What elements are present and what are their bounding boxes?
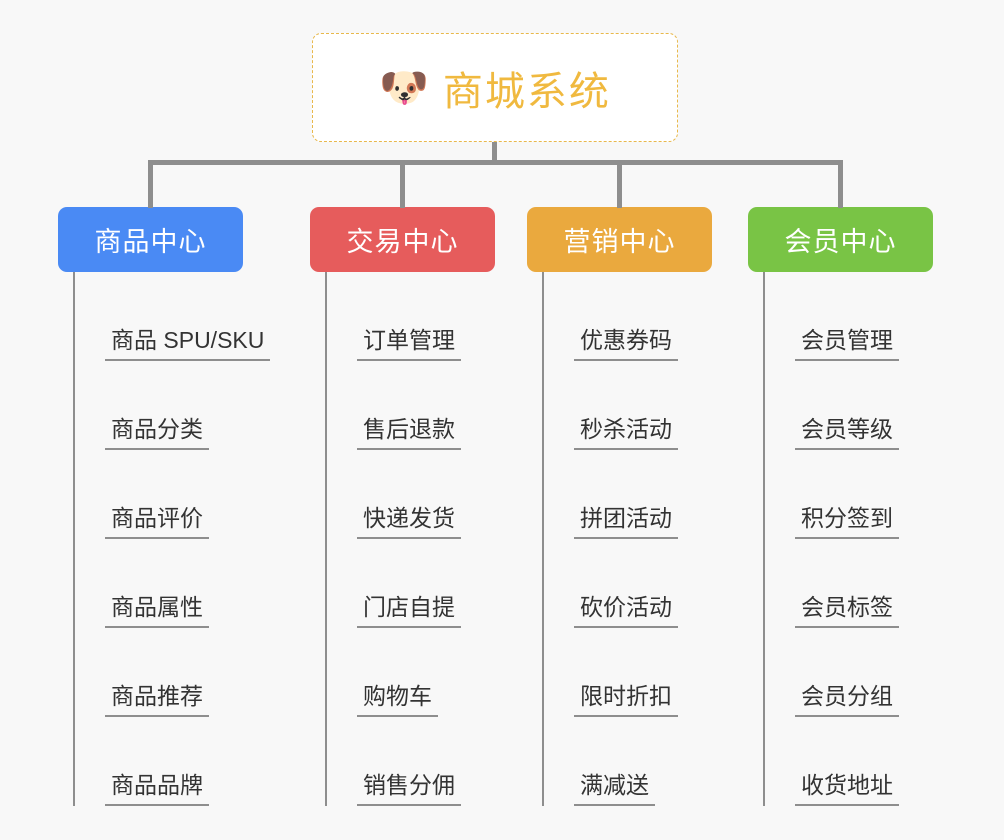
leaf-item-label: 商品品牌 bbox=[105, 770, 209, 806]
leaf-item-label: 订单管理 bbox=[357, 325, 461, 361]
leaf-item[interactable]: 优惠券码 bbox=[544, 272, 712, 361]
leaf-item[interactable]: 商品属性 bbox=[75, 539, 270, 628]
shiba-dog-emoji-icon: 🐶 bbox=[379, 65, 429, 110]
leaf-item-label: 积分签到 bbox=[795, 503, 899, 539]
branch-header-product-center[interactable]: 商品中心 bbox=[58, 207, 243, 272]
leaf-list-trade-center: 订单管理售后退款快递发货门店自提购物车销售分佣 bbox=[325, 272, 495, 806]
leaf-item[interactable]: 商品品牌 bbox=[75, 717, 270, 806]
bus-drop-connector-trade-center bbox=[400, 160, 405, 208]
horizontal-bus-connector bbox=[149, 160, 842, 165]
leaf-item-label: 购物车 bbox=[357, 681, 438, 717]
branch-marketing-center: 营销中心优惠券码秒杀活动拼团活动砍价活动限时折扣满减送 bbox=[527, 207, 712, 806]
leaf-item[interactable]: 砍价活动 bbox=[544, 539, 712, 628]
leaf-item[interactable]: 商品评价 bbox=[75, 450, 270, 539]
leaf-item[interactable]: 满减送 bbox=[544, 717, 712, 806]
leaf-item-label: 商品评价 bbox=[105, 503, 209, 539]
leaf-item-label: 会员等级 bbox=[795, 414, 899, 450]
leaf-item[interactable]: 销售分佣 bbox=[327, 717, 495, 806]
branch-product-center: 商品中心商品 SPU/SKU 商品分类商品评价商品属性商品推荐商品品牌 bbox=[58, 207, 271, 806]
leaf-item[interactable]: 快递发货 bbox=[327, 450, 495, 539]
branch-header-marketing-center[interactable]: 营销中心 bbox=[527, 207, 712, 272]
branch-header-member-center[interactable]: 会员中心 bbox=[748, 207, 933, 272]
leaf-item[interactable]: 限时折扣 bbox=[544, 628, 712, 717]
leaf-item-label: 商品属性 bbox=[105, 592, 209, 628]
leaf-list-member-center: 会员管理会员等级积分签到会员标签会员分组收货地址 bbox=[763, 272, 933, 806]
leaf-item[interactable]: 购物车 bbox=[327, 628, 495, 717]
leaf-item[interactable]: 商品分类 bbox=[75, 361, 270, 450]
bus-drop-connector-product-center bbox=[148, 160, 153, 208]
leaf-item-label: 售后退款 bbox=[357, 414, 461, 450]
leaf-item-label: 秒杀活动 bbox=[574, 414, 678, 450]
leaf-item[interactable]: 会员分组 bbox=[765, 628, 933, 717]
leaf-item[interactable]: 积分签到 bbox=[765, 450, 933, 539]
leaf-item-label: 优惠券码 bbox=[574, 325, 678, 361]
branch-member-center: 会员中心会员管理会员等级积分签到会员标签会员分组收货地址 bbox=[748, 207, 933, 806]
leaf-item[interactable]: 商品推荐 bbox=[75, 628, 270, 717]
leaf-item-label: 商品推荐 bbox=[105, 681, 209, 717]
leaf-item-label: 会员分组 bbox=[795, 681, 899, 717]
leaf-item[interactable]: 售后退款 bbox=[327, 361, 495, 450]
root-title: 商城系统 bbox=[442, 69, 611, 114]
root-stem-connector bbox=[492, 142, 497, 164]
bus-drop-connector-member-center bbox=[838, 160, 843, 208]
leaf-item-label: 限时折扣 bbox=[574, 681, 678, 717]
leaf-item[interactable]: 会员标签 bbox=[765, 539, 933, 628]
leaf-item-label: 满减送 bbox=[574, 770, 655, 806]
leaf-item[interactable]: 会员等级 bbox=[765, 361, 933, 450]
leaf-item-label: 商品 SPU/SKU bbox=[105, 325, 271, 361]
bus-drop-connector-marketing-center bbox=[617, 160, 622, 208]
branch-header-trade-center[interactable]: 交易中心 bbox=[310, 207, 495, 272]
leaf-item-label: 快递发货 bbox=[357, 503, 461, 539]
leaf-list-product-center: 商品 SPU/SKU 商品分类商品评价商品属性商品推荐商品品牌 bbox=[73, 272, 271, 806]
leaf-item[interactable]: 收货地址 bbox=[765, 717, 933, 806]
root-node[interactable]: 🐶 商城系统 bbox=[312, 33, 678, 142]
leaf-item[interactable]: 会员管理 bbox=[765, 272, 933, 361]
leaf-item-label: 拼团活动 bbox=[574, 503, 678, 539]
leaf-item-label: 商品分类 bbox=[105, 414, 209, 450]
leaf-item[interactable]: 商品 SPU/SKU bbox=[75, 272, 271, 361]
leaf-item-label: 门店自提 bbox=[357, 592, 461, 628]
leaf-item-label: 砍价活动 bbox=[574, 592, 678, 628]
leaf-item-label: 销售分佣 bbox=[357, 770, 461, 806]
leaf-list-marketing-center: 优惠券码秒杀活动拼团活动砍价活动限时折扣满减送 bbox=[542, 272, 712, 806]
leaf-item[interactable]: 拼团活动 bbox=[544, 450, 712, 539]
leaf-item[interactable]: 秒杀活动 bbox=[544, 361, 712, 450]
leaf-item[interactable]: 门店自提 bbox=[327, 539, 495, 628]
branch-trade-center: 交易中心订单管理售后退款快递发货门店自提购物车销售分佣 bbox=[310, 207, 495, 806]
leaf-item-label: 会员标签 bbox=[795, 592, 899, 628]
leaf-item[interactable]: 订单管理 bbox=[327, 272, 495, 361]
leaf-item-label: 会员管理 bbox=[795, 325, 899, 361]
leaf-item-label: 收货地址 bbox=[795, 770, 899, 806]
